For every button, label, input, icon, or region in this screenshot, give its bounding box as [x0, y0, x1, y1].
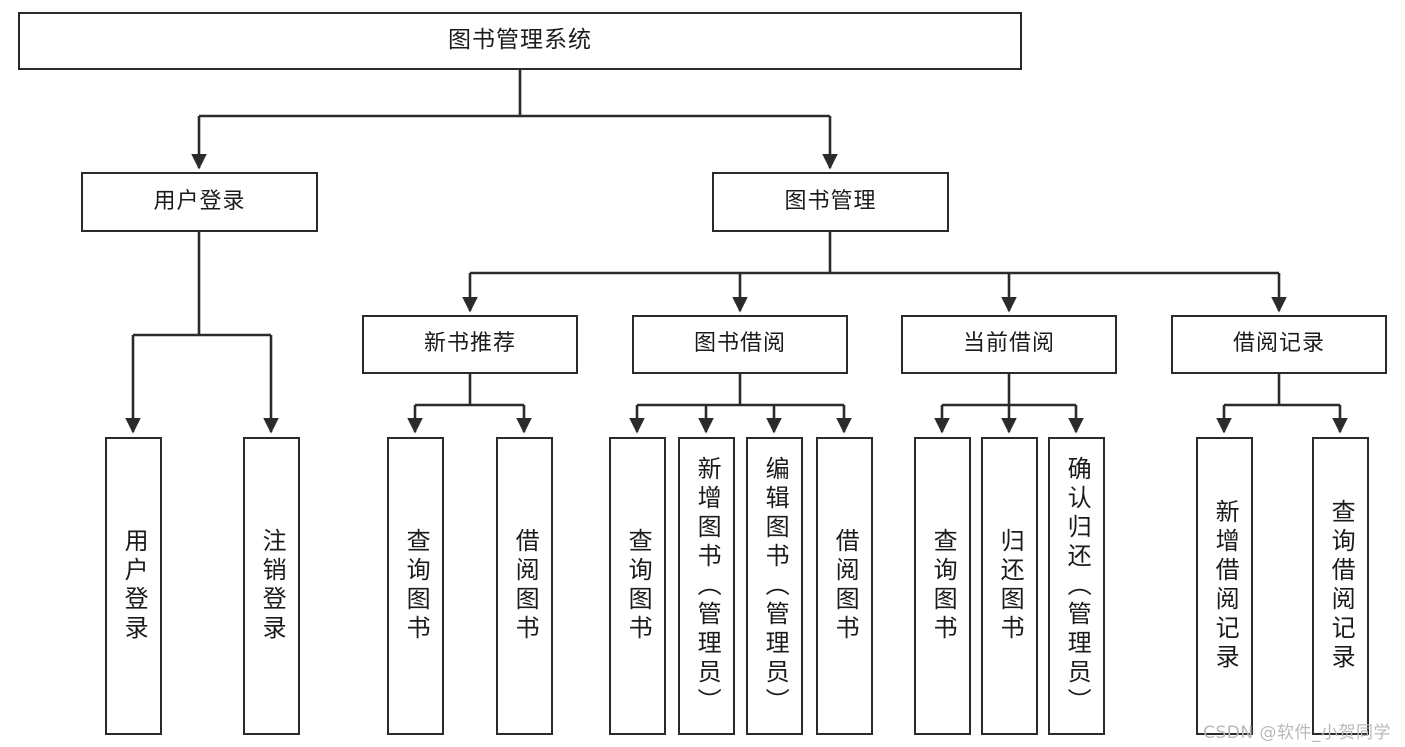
leaf-confirm-return[interactable]: 确认归还（管理员） — [1048, 437, 1105, 735]
leaf-query-book-1-label: 查询图书 — [402, 528, 431, 644]
leaf-query-book-3-label: 查询图书 — [929, 528, 958, 644]
leaf-edit-book-label: 编辑图书（管理员） — [761, 455, 790, 717]
leaf-confirm-return-label: 确认归还（管理员） — [1063, 455, 1092, 717]
node-book-borrow[interactable]: 图书借阅 — [632, 315, 848, 374]
leaf-query-book-1[interactable]: 查询图书 — [387, 437, 444, 735]
leaf-return-book[interactable]: 归还图书 — [981, 437, 1038, 735]
leaf-add-book-label: 新增图书（管理员） — [693, 455, 722, 717]
node-book-borrow-label: 图书借阅 — [693, 331, 786, 357]
leaf-borrow-book-1-label: 借阅图书 — [511, 528, 540, 644]
leaf-borrow-book-1[interactable]: 借阅图书 — [496, 437, 553, 735]
node-new-book-recommend-label: 新书推荐 — [423, 331, 516, 357]
leaf-logout-login-label: 注销登录 — [258, 528, 287, 644]
leaf-logout-login[interactable]: 注销登录 — [243, 437, 300, 735]
leaf-query-book-2[interactable]: 查询图书 — [609, 437, 666, 735]
node-borrow-record[interactable]: 借阅记录 — [1171, 315, 1387, 374]
watermark-text: CSDN @软件_小贺同学 — [1203, 723, 1391, 743]
leaf-query-record-label: 查询借阅记录 — [1327, 499, 1356, 673]
leaf-return-book-label: 归还图书 — [996, 528, 1025, 644]
leaf-query-book-2-label: 查询图书 — [624, 528, 653, 644]
node-root-label: 图书管理系统 — [448, 27, 592, 54]
leaf-user-login-label: 用户登录 — [120, 528, 149, 644]
leaf-add-book[interactable]: 新增图书（管理员） — [678, 437, 735, 735]
leaf-query-record[interactable]: 查询借阅记录 — [1312, 437, 1369, 735]
node-root-book-management-system[interactable]: 图书管理系统 — [18, 12, 1022, 70]
node-borrow-record-label: 借阅记录 — [1232, 331, 1325, 357]
leaf-user-login[interactable]: 用户登录 — [105, 437, 162, 735]
leaf-borrow-book-2-label: 借阅图书 — [831, 528, 860, 644]
node-book-management[interactable]: 图书管理 — [712, 172, 949, 232]
node-current-borrow-label: 当前借阅 — [962, 331, 1055, 357]
node-book-management-label: 图书管理 — [784, 188, 877, 214]
node-user-login[interactable]: 用户登录 — [81, 172, 318, 232]
node-user-login-label: 用户登录 — [153, 188, 246, 214]
node-new-book-recommend[interactable]: 新书推荐 — [362, 315, 578, 374]
leaf-edit-book[interactable]: 编辑图书（管理员） — [746, 437, 803, 735]
leaf-add-record[interactable]: 新增借阅记录 — [1196, 437, 1253, 735]
leaf-query-book-3[interactable]: 查询图书 — [914, 437, 971, 735]
leaf-borrow-book-2[interactable]: 借阅图书 — [816, 437, 873, 735]
node-current-borrow[interactable]: 当前借阅 — [901, 315, 1117, 374]
leaf-add-record-label: 新增借阅记录 — [1211, 499, 1240, 673]
